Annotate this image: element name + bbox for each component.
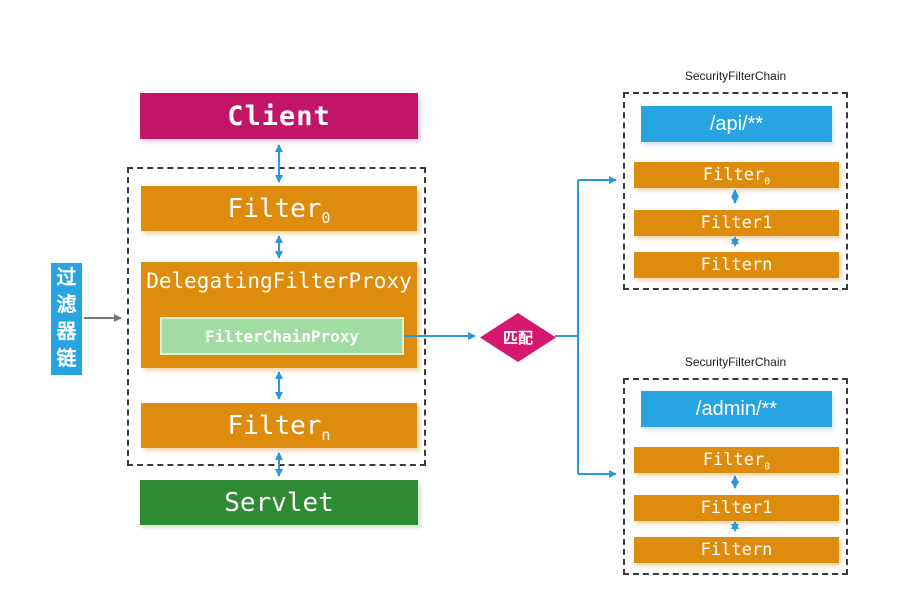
url-pattern-admin-box: /admin/** [641,391,832,427]
client-box: Client [140,93,418,139]
servlet-box: Servlet [140,480,418,525]
filtern-label: Filtern [227,410,331,444]
url-pattern-api-box: /api/** [641,106,832,142]
security-chain-admin-title: SecurityFilterChain [684,355,787,369]
security-chain-api-dashed-box: /api/** Filter0 Filter1 Filtern [623,92,848,290]
api-filter0-box: Filter0 [634,162,839,188]
filter-chain-side-label: 过 滤 器 链 [51,263,82,375]
api-filtern-box: Filtern [634,252,839,278]
match-diamond: 匹配 [480,313,556,362]
security-chain-admin-dashed-box: /admin/** Filter0 Filter1 Filtern [623,378,848,575]
security-chain-api: SecurityFilterChain /api/** Filter0 Filt… [623,66,848,290]
filtern-subscript: n [321,425,331,444]
admin-filter1-box: Filter1 [634,495,839,521]
api-filter1-box: Filter1 [634,210,839,236]
filtern-box: Filtern [141,403,417,448]
security-chain-admin: SecurityFilterChain /admin/** Filter0 Fi… [623,352,848,575]
filter0-label: Filter0 [227,193,331,227]
admin-filter0-box: Filter0 [634,447,839,473]
diamond-branch-line [555,180,579,474]
filter0-box: Filter0 [141,186,417,231]
filter-chain-proxy-box: FilterChainProxy [160,317,404,355]
filter0-subscript: 0 [321,208,331,227]
admin-filtern-box: Filtern [634,537,839,563]
security-chain-api-title: SecurityFilterChain [684,69,787,83]
